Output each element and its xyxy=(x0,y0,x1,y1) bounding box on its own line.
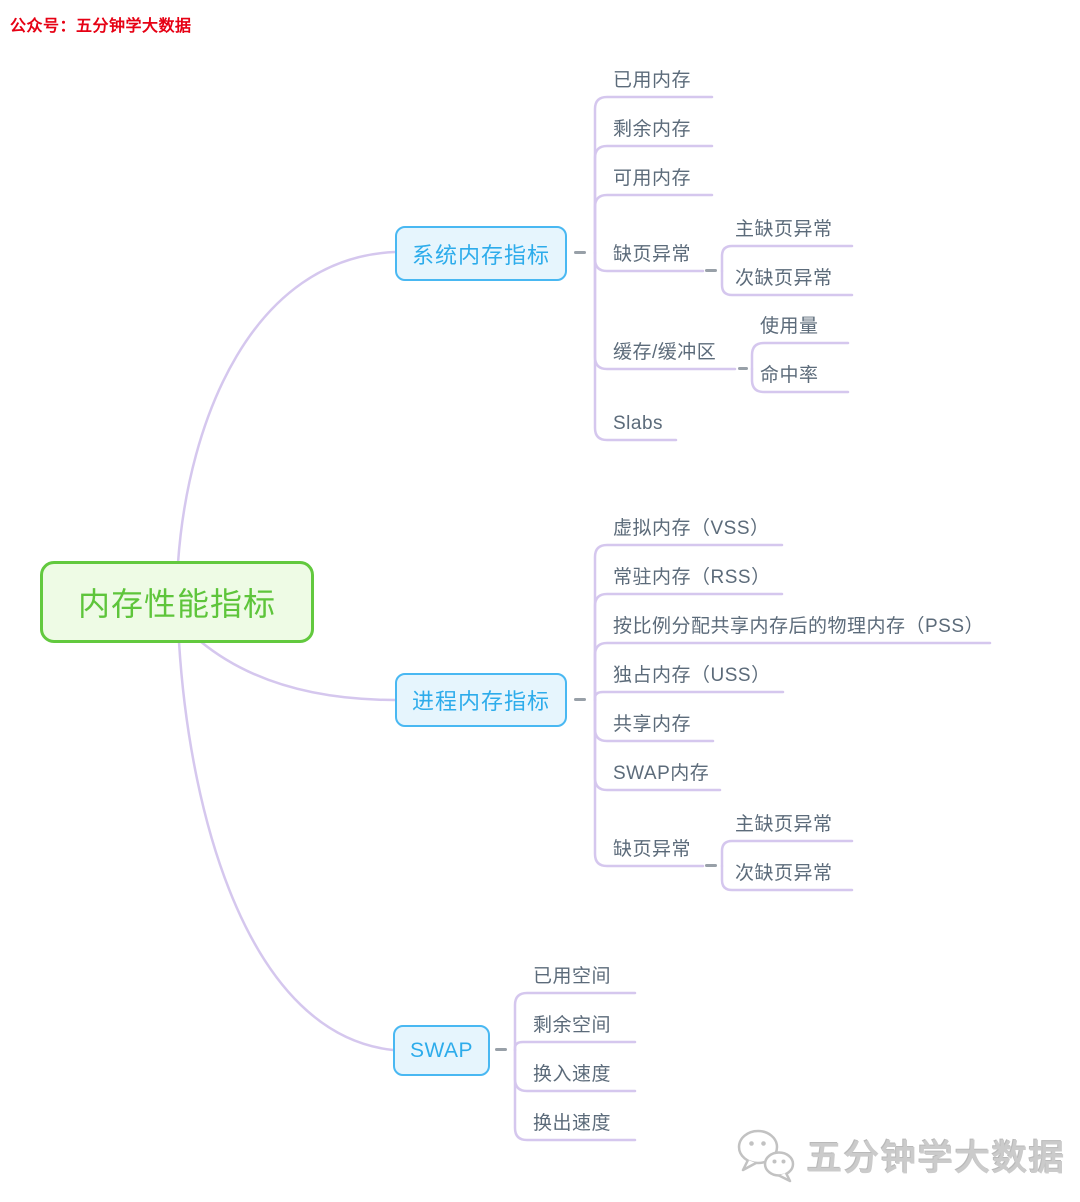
wechat-icon xyxy=(737,1129,795,1183)
branch-system-memory[interactable]: 系统内存指标 xyxy=(395,226,567,281)
collapse-indicator-cache[interactable] xyxy=(738,367,748,370)
leaf-used-memory[interactable]: 已用内存 xyxy=(613,70,692,91)
leaf-resident-memory-rss[interactable]: 常驻内存（RSS） xyxy=(613,567,771,588)
collapse-indicator-swap[interactable] xyxy=(495,1048,507,1051)
collapse-indicator-process[interactable] xyxy=(574,698,586,701)
leaf-swap-free-space[interactable]: 剩余空间 xyxy=(533,1015,612,1036)
branch-swap[interactable]: SWAP xyxy=(393,1025,490,1076)
leaf-cache-usage[interactable]: 使用量 xyxy=(760,316,819,337)
leaf-slabs[interactable]: Slabs xyxy=(613,413,664,434)
leaf-minor-page-fault-proc[interactable]: 次缺页异常 xyxy=(735,863,833,884)
leaf-cache-hit-rate[interactable]: 命中率 xyxy=(760,365,819,386)
leaf-major-page-fault-proc[interactable]: 主缺页异常 xyxy=(735,814,833,835)
leaf-swap-memory[interactable]: SWAP内存 xyxy=(613,763,710,784)
leaf-swap-in-rate[interactable]: 换入速度 xyxy=(533,1064,612,1085)
leaf-major-page-fault-sys[interactable]: 主缺页异常 xyxy=(735,219,833,240)
footer-watermark-text: 五分钟学大数据 xyxy=(806,1138,1066,1178)
leaf-virtual-memory-vss[interactable]: 虚拟内存（VSS） xyxy=(613,518,770,539)
branch-process-memory-label: 进程内存指标 xyxy=(411,689,550,714)
collapse-indicator-pagefault-proc[interactable] xyxy=(705,864,717,867)
leaf-shared-memory[interactable]: 共享内存 xyxy=(613,714,692,735)
leaf-swap-used-space[interactable]: 已用空间 xyxy=(533,966,612,987)
branch-system-memory-label: 系统内存指标 xyxy=(411,242,550,268)
leaf-unique-memory-uss[interactable]: 独占内存（USS） xyxy=(613,665,771,686)
leaf-cache-buffer[interactable]: 缓存/缓冲区 xyxy=(613,342,717,363)
leaf-proportional-memory-pss[interactable]: 按比例分配共享内存后的物理内存（PSS） xyxy=(613,616,985,637)
leaf-minor-page-fault-sys[interactable]: 次缺页异常 xyxy=(735,268,833,289)
leaf-page-fault-proc[interactable]: 缺页异常 xyxy=(613,839,692,860)
leaf-available-memory[interactable]: 可用内存 xyxy=(613,168,692,189)
root-node[interactable]: 内存性能指标 xyxy=(40,561,314,643)
collapse-indicator-pagefault-sys[interactable] xyxy=(705,269,717,272)
leaf-swap-out-rate[interactable]: 换出速度 xyxy=(533,1113,612,1134)
footer-watermark: 五分钟学大数据 xyxy=(733,1126,1066,1184)
header-watermark-text: 公众号：五分钟学大数据 xyxy=(10,18,192,35)
leaf-page-fault-sys[interactable]: 缺页异常 xyxy=(613,244,692,265)
leaf-free-memory[interactable]: 剩余内存 xyxy=(613,119,692,140)
collapse-indicator-system[interactable] xyxy=(574,251,586,254)
branch-swap-label: SWAP xyxy=(409,1038,474,1062)
root-node-label: 内存性能指标 xyxy=(77,586,276,622)
branch-process-memory[interactable]: 进程内存指标 xyxy=(395,673,567,727)
